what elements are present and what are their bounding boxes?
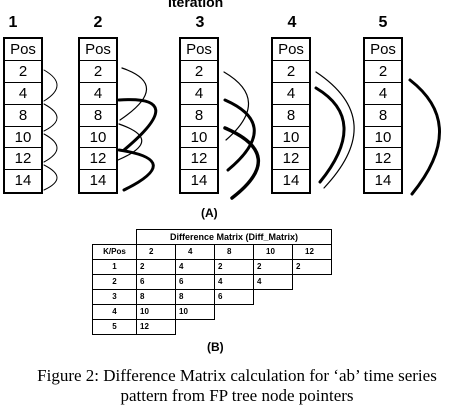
pos-cell: 4 (273, 83, 309, 105)
pos-cell: 12 (80, 148, 116, 171)
pos-cell: 14 (282, 172, 300, 190)
pos-cell: 14 (190, 172, 208, 190)
row-header: 4 (92, 304, 137, 320)
pos-matrix-2: Pos 2 4 8 10 12 14 (78, 37, 118, 195)
pos-header: Pos (365, 39, 401, 61)
diff-cell: 10 (175, 304, 215, 320)
pos-cell: 10 (181, 127, 217, 149)
pos-header: Pos (273, 39, 309, 61)
difference-matrix-title: Difference Matrix (Diff_Matrix) (136, 229, 332, 245)
table-row: 4 10 10 (92, 304, 332, 320)
arc (314, 86, 346, 184)
iteration-title: Iteration (168, 0, 224, 10)
pos-cell: 8 (181, 105, 217, 127)
pos-cell: 2 (273, 61, 309, 83)
kpos-header: K/Pos (92, 244, 137, 260)
iteration-number-1: 1 (8, 14, 18, 31)
caption-line-1: Figure 2: Difference Matrix calculation … (37, 366, 437, 385)
pos-cell: 10 (80, 127, 116, 149)
table-row: 2 6 6 4 4 (92, 274, 332, 290)
panel-a-label: (A) (201, 206, 218, 220)
arc (117, 98, 158, 152)
table-row: 3 8 8 6 (92, 289, 332, 305)
arc (315, 71, 355, 189)
arc (117, 123, 143, 161)
row-header: 5 (92, 319, 137, 335)
pos-cell: 12 (5, 148, 41, 171)
column-header: 10 (253, 244, 293, 260)
figure-caption: Figure 2: Difference Matrix calculation … (0, 366, 474, 406)
column-header: 2 (136, 244, 176, 260)
diff-cell: 6 (175, 274, 215, 290)
pos-cell: 12 (365, 148, 401, 171)
diff-cell: 2 (292, 259, 332, 275)
iteration-number-3: 3 (195, 14, 205, 31)
pos-cell: 8 (5, 105, 41, 127)
diff-cell: 2 (253, 259, 293, 275)
arc (43, 103, 58, 132)
pos-cell: 10 (5, 127, 41, 149)
table-row: 5 12 (92, 319, 332, 335)
pos-cell: 10 (273, 127, 309, 149)
pos-cell: 4 (365, 83, 401, 105)
arc (223, 126, 261, 200)
pos-cell: 8 (273, 105, 309, 127)
difference-matrix-table: Difference Matrix (Diff_Matrix) K/Pos 2 … (92, 229, 332, 335)
pos-cell: 14 (374, 172, 392, 190)
diff-cell: 4 (175, 259, 215, 275)
pos-cell: 4 (80, 83, 116, 105)
pos-matrix-5: Pos 2 4 8 10 12 14 (363, 37, 403, 195)
arc (408, 78, 441, 196)
arc (43, 164, 58, 191)
pos-matrix-1: Pos 2 4 8 10 12 14 (3, 37, 43, 195)
diff-cell: 8 (175, 289, 215, 305)
iteration-number-2: 2 (93, 14, 103, 31)
diff-cell: 6 (136, 274, 176, 290)
column-header: 4 (175, 244, 215, 260)
table-row: 1 2 4 2 2 2 (92, 259, 332, 275)
pos-header: Pos (5, 39, 41, 61)
diff-cell: 2 (136, 259, 176, 275)
pos-cell: 12 (273, 148, 309, 171)
pos-cell: 2 (80, 61, 116, 83)
caption-line-2: pattern from FP tree node pointers (120, 386, 354, 405)
row-header: 2 (92, 274, 137, 290)
arc (117, 148, 155, 192)
arc (223, 98, 256, 172)
diff-cell: 4 (253, 274, 293, 290)
pos-cell: 4 (181, 83, 217, 105)
pos-cell: 2 (181, 61, 217, 83)
panel-b-label: (B) (207, 340, 224, 354)
row-header: 1 (92, 259, 137, 275)
iteration-number-5: 5 (378, 14, 388, 31)
column-header: 8 (214, 244, 254, 260)
row-header: 3 (92, 289, 137, 305)
pos-cell: 8 (365, 105, 401, 127)
iteration-number-4: 4 (287, 14, 297, 31)
pos-cell: 14 (89, 172, 107, 190)
diff-cell: 12 (136, 319, 176, 335)
pos-cell: 12 (181, 148, 217, 171)
pos-cell: 4 (5, 83, 41, 105)
pos-cell: 2 (5, 61, 41, 83)
column-header: 12 (292, 244, 332, 260)
pos-cell: 14 (14, 172, 32, 190)
pos-matrix-4: Pos 2 4 8 10 12 14 (271, 37, 311, 195)
arc (43, 69, 58, 102)
arc (43, 133, 58, 163)
arc (119, 67, 148, 121)
diff-cell: 4 (214, 274, 254, 290)
pos-cell: 2 (365, 61, 401, 83)
diff-cell: 6 (214, 289, 254, 305)
pos-header: Pos (80, 39, 116, 61)
pos-matrix-3: Pos 2 4 8 10 12 14 (179, 37, 219, 195)
pos-cell: 10 (365, 127, 401, 149)
diff-cell: 8 (136, 289, 176, 305)
pos-cell: 8 (80, 105, 116, 127)
diff-cell: 2 (214, 259, 254, 275)
diff-cell: 10 (136, 304, 176, 320)
pos-header: Pos (181, 39, 217, 61)
